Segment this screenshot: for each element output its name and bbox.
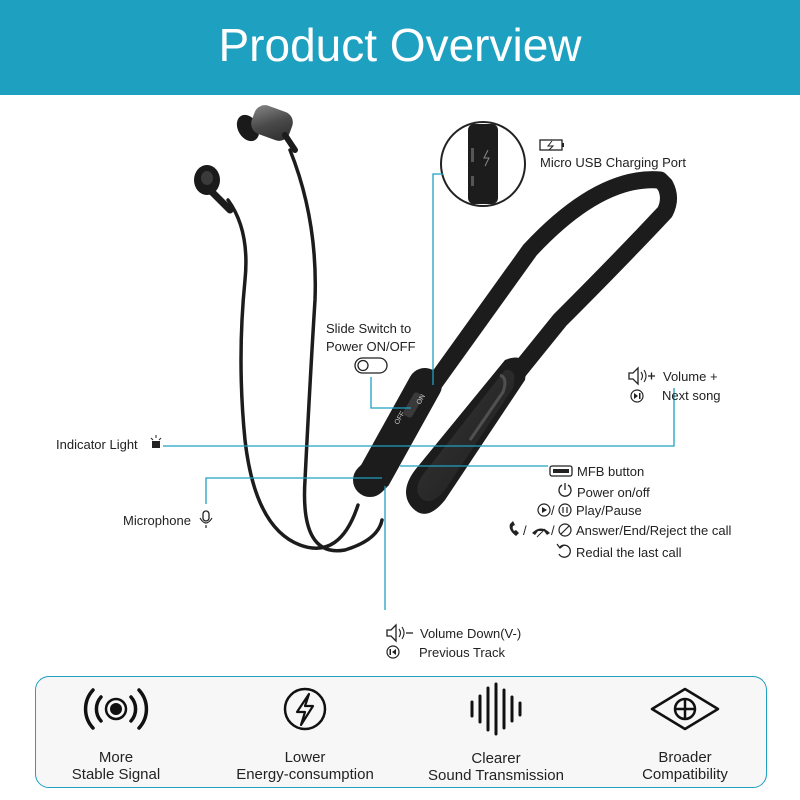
- feature-2: Lower Energy-consumption: [236, 749, 374, 783]
- features-panel: [35, 676, 767, 788]
- feature-3-line2: Sound Transmission: [428, 767, 564, 784]
- answer-call-label: Answer/End/Reject the call: [576, 523, 732, 538]
- feature-1-line1: More: [98, 749, 134, 766]
- volume-up-label: Volume +: [663, 369, 718, 384]
- usb-port-zoom: [440, 121, 526, 207]
- feature-1-line2: Stable Signal: [71, 766, 161, 783]
- power-onoff-label: Power on/off: [577, 485, 650, 500]
- earbud-left: [194, 165, 234, 214]
- feature-3-line1: Clearer: [471, 750, 521, 767]
- play-pause-label: Play/Pause: [576, 503, 642, 518]
- switch-on-text: ON: [416, 393, 427, 406]
- charging-port-label: Micro USB Charging Port: [540, 155, 686, 170]
- feature-2-line2: Energy-consumption: [236, 766, 374, 783]
- header-banner: Product Overview: [0, 0, 800, 95]
- feature-4: Broader Compatibility: [642, 749, 728, 783]
- feature-2-line1: Lower: [284, 749, 326, 766]
- next-song-label: Next song: [662, 388, 721, 403]
- earphone-cables: [226, 148, 384, 553]
- previous-track-label: Previous Track: [419, 645, 505, 660]
- page-title: Product Overview: [218, 19, 582, 71]
- neckband: [399, 171, 677, 459]
- feature-3: Clearer Sound Transmission: [428, 750, 564, 784]
- volume-down-label: Volume Down(V-): [420, 626, 522, 641]
- feature-1: More Stable Signal: [72, 749, 160, 783]
- slide-switch-label-1: Slide Switch to: [326, 321, 412, 336]
- feature-4-line2: Compatibility: [642, 766, 728, 783]
- microphone-label: Microphone: [123, 513, 191, 528]
- redial-label: Redial the last call: [576, 545, 682, 560]
- feature-4-line1: Broader: [658, 749, 712, 766]
- earbud-right: [236, 105, 298, 153]
- battery-capsule: [406, 357, 526, 514]
- callout-lines: [163, 173, 675, 610]
- slide-switch-label-2: Power ON/OFF: [326, 339, 416, 354]
- mfb-button-label: MFB button: [577, 464, 645, 479]
- indicator-light-label: Indicator Light: [56, 437, 138, 452]
- slide-switch: [403, 392, 423, 418]
